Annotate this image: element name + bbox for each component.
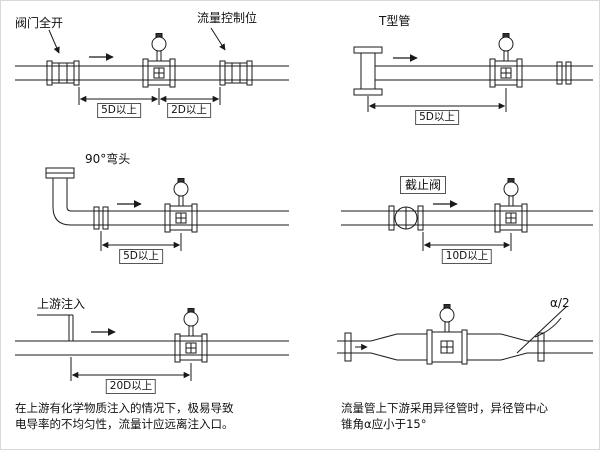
flowmeter-symbol — [164, 178, 198, 233]
flowmeter-symbol — [142, 33, 176, 88]
dim-label-5d-elbow: 5D以上 — [119, 249, 163, 264]
flowmeter-symbol — [489, 33, 523, 88]
flange-pair-symbol — [93, 206, 109, 230]
label-stop-valve: 截止阀 — [400, 176, 447, 194]
valve-leader-line — [48, 29, 60, 54]
caption-line-1: 在上游有化学物质注入的情况下，极易导致 — [15, 401, 234, 415]
label-t-pipe: T型管 — [379, 14, 411, 28]
dim-label-5d-upstream: 5D以上 — [97, 103, 141, 118]
caption-injection: 在上游有化学物质注入的情况下，极易导致 电导率的不均匀性，流量计应远离注入口。 — [15, 400, 234, 432]
label-flow-control-position: 流量控制位 — [197, 11, 258, 25]
flowmeter-symbol — [494, 178, 528, 233]
label-valve-full-open: 阀门全开 — [15, 16, 64, 30]
dim-label-20d-injection: 20D以上 — [105, 379, 157, 394]
panel-stop-valve — [341, 178, 593, 251]
angle-leader-line — [516, 305, 568, 354]
stop-valve-symbol — [388, 205, 424, 231]
label-alpha-half-angle: α/2 — [550, 296, 570, 310]
panel-valve-full-open — [15, 27, 289, 105]
flange-symbol — [344, 332, 352, 362]
reducer-cone — [500, 333, 528, 342]
caption-line-1: 流量管上下游采用异径管时，异径管中心 — [341, 401, 548, 415]
panel-elbow-90 — [45, 167, 289, 251]
control-valve-symbol — [219, 60, 253, 86]
label-upstream-injection: 上游注入 — [37, 297, 86, 311]
flange-pair-symbol — [556, 61, 572, 85]
dim-label-10d-stopvalve: 10D以上 — [441, 249, 493, 264]
dim-label-5d-tpipe: 5D以上 — [415, 110, 459, 125]
label-elbow-90: 90°弯头 — [85, 152, 131, 166]
panel-upstream-injection — [15, 308, 289, 381]
panel-t-pipe — [353, 33, 593, 112]
caption-reducer: 流量管上下游采用异径管时，异径管中心 锥角α应小于15° — [341, 400, 548, 432]
flange-symbol — [537, 332, 545, 362]
dim-label-2d-downstream: 2D以上 — [167, 103, 211, 118]
angle-arc — [534, 317, 562, 338]
expander-cone — [370, 333, 398, 342]
flowmeter-symbol — [426, 304, 468, 365]
control-leader-line — [210, 27, 226, 51]
caption-line-2: 锥角α应小于15° — [341, 417, 427, 431]
upstream-valve-symbol — [46, 60, 80, 86]
panel-reducer — [337, 304, 593, 365]
caption-line-2: 电导率的不均匀性，流量计应远离注入口。 — [15, 417, 234, 431]
flowmeter-symbol — [174, 308, 208, 363]
